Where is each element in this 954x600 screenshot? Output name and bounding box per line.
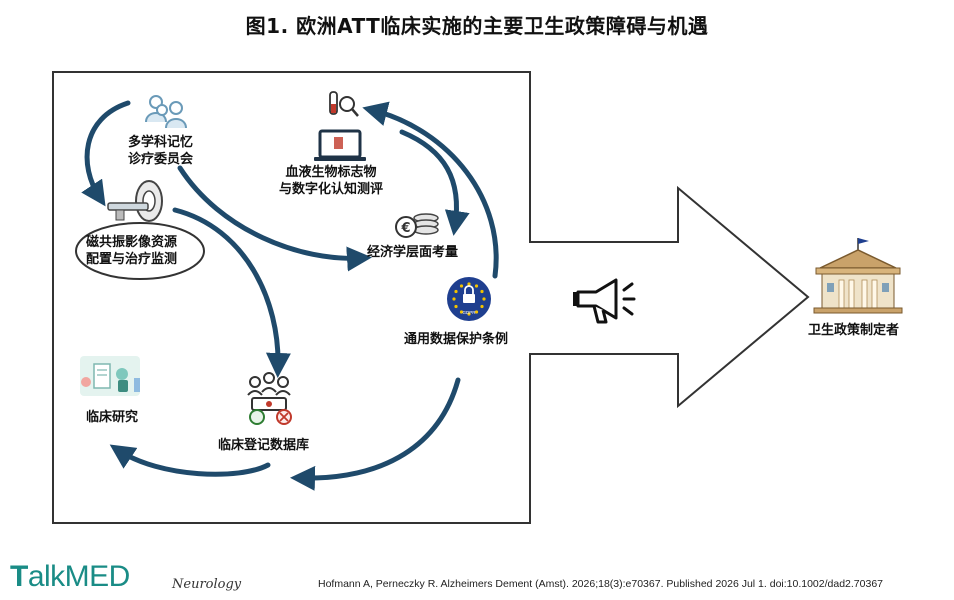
memory-clinic-line1: 多学科记忆 <box>128 135 194 150</box>
arrow-gdpr-to-blood <box>362 101 499 279</box>
flow-arrows <box>81 100 499 491</box>
eu-star <box>480 304 484 309</box>
policy-outline-arrow <box>52 71 810 524</box>
figure-title: 图1. 欧洲ATT临床实施的主要卫生政策障碍与机遇 <box>245 14 709 38</box>
test-tube-laptop-icon <box>314 91 366 161</box>
registry-people-icon <box>247 372 292 425</box>
node-clinical-research: 临床研究 <box>86 409 138 426</box>
mri-resources-line1: 磁共振影像资源 <box>86 235 178 250</box>
research-illustration-icon <box>80 356 140 396</box>
blood-biomarkers-line1: 血液生物标志物 <box>285 165 377 180</box>
clinical-research-label: 临床研究 <box>86 410 139 425</box>
mri-resources-line2: 配置与治疗监测 <box>86 252 178 267</box>
eu-star <box>480 289 484 294</box>
eu-star <box>452 297 456 301</box>
blood-biomarkers-line2: 与数字化认知测评 <box>279 182 384 197</box>
megaphone-icon <box>573 278 636 324</box>
eu-star <box>467 312 471 316</box>
eu-star <box>482 297 486 301</box>
node-economics: 经济学层面考量 <box>367 244 458 261</box>
eu-star <box>454 304 458 309</box>
mri-scanner-icon <box>107 180 163 222</box>
government-building-icon <box>813 238 903 314</box>
mri-label-outline <box>75 222 205 280</box>
eu-star <box>454 289 458 294</box>
node-blood-biomarkers: 血液生物标志物 与数字化认知测评 <box>279 164 383 198</box>
node-policymakers: 卫生政策制定者 <box>808 322 899 339</box>
arrow-memory-to-mri <box>81 100 131 207</box>
node-gdpr: 通用数据保护条例 <box>404 331 508 348</box>
node-mri-resources: 磁共振影像资源 配置与治疗监测 <box>86 234 177 268</box>
eu-lock-icon: GDPR <box>447 277 491 321</box>
logo-rest: alkMED <box>27 560 131 593</box>
people-group-icon <box>145 95 187 129</box>
policymakers-label: 卫生政策制定者 <box>808 323 900 338</box>
euro-coins-icon: € <box>395 213 439 238</box>
eu-star <box>474 310 479 314</box>
economics-label: 经济学层面考量 <box>367 245 459 260</box>
eu-star <box>474 284 479 288</box>
node-registry: 临床登记数据库 <box>218 437 309 454</box>
section-label: Neurology <box>172 577 242 592</box>
registry-label: 临床登记数据库 <box>218 438 310 453</box>
gdpr-badge-text: GDPR <box>462 310 476 315</box>
talkmed-logo: TalkMED <box>10 560 130 594</box>
node-memory-clinic: 多学科记忆 诊疗委员会 <box>128 134 193 168</box>
arrow-memory-to-economics <box>177 165 372 272</box>
arrow-mri-to-registry <box>172 207 291 378</box>
citation: Hofmann A, Perneczky R. Alzheimers Demen… <box>318 578 884 590</box>
arrow-gdpr-to-registry <box>290 377 461 491</box>
arrow-blood-to-economics <box>399 129 470 236</box>
memory-clinic-line2: 诊疗委员会 <box>128 152 194 167</box>
eu-star <box>459 284 464 288</box>
arrow-registry-to-research <box>109 444 271 477</box>
eu-star <box>459 310 464 314</box>
logo-t: T <box>10 560 28 593</box>
eu-star <box>467 282 471 286</box>
svg-text:€: € <box>400 221 410 236</box>
gdpr-label: 通用数据保护条例 <box>404 332 509 347</box>
